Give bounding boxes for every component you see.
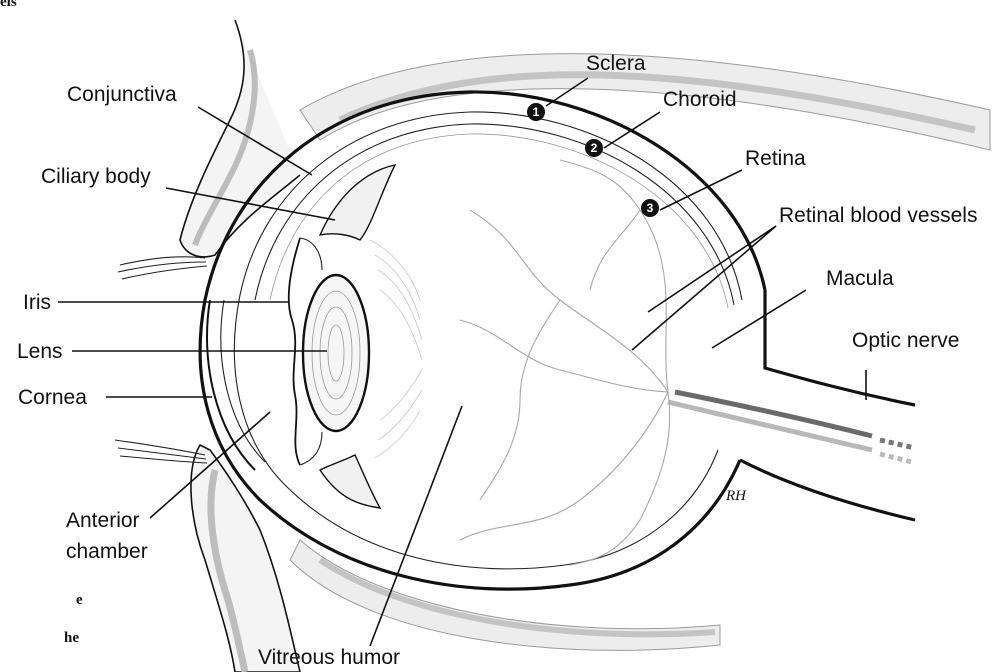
label-choroid: Choroid (663, 88, 737, 111)
label-lens: Lens (17, 340, 63, 363)
label-cornea: Cornea (18, 386, 87, 409)
layer-marker-1: 1 (527, 103, 545, 121)
label-macula: Macula (826, 267, 894, 290)
retinal-blood-vessels (460, 160, 670, 565)
ciliary-body-upper (320, 165, 395, 240)
layer-marker-3: 3 (641, 199, 659, 217)
artist-signature: RH (725, 488, 747, 504)
optic-nerve (668, 290, 915, 520)
layer-marker-2: 2 (585, 139, 603, 157)
label-conjunctiva: Conjunctiva (67, 83, 177, 106)
edge-text-bottom-2: he (64, 630, 79, 646)
svg-text:2: 2 (591, 141, 598, 155)
label-iris: Iris (23, 291, 51, 314)
svg-text:3: 3 (647, 201, 654, 215)
label-anterior-chamber-line2: chamber (66, 540, 148, 563)
label-optic-nerve: Optic nerve (852, 329, 959, 352)
edge-text-top: eis (0, 0, 17, 10)
upper-eyelid (118, 20, 300, 279)
cornea-inner (221, 300, 265, 462)
label-ciliary-body: Ciliary body (41, 165, 151, 188)
lens (303, 275, 369, 431)
label-vitreous-humor: Vitreous humor (258, 646, 400, 669)
edge-text-bottom-1: e (76, 592, 83, 608)
label-anterior-chamber-line1: Anterior (66, 509, 140, 532)
label-retina: Retina (745, 147, 806, 170)
label-retinal-blood-vessels: Retinal blood vessels (779, 204, 977, 227)
svg-text:1: 1 (533, 105, 540, 119)
ciliary-body-lower (320, 455, 380, 508)
zonule-fibers (370, 240, 422, 458)
label-sclera: Sclera (586, 52, 646, 75)
